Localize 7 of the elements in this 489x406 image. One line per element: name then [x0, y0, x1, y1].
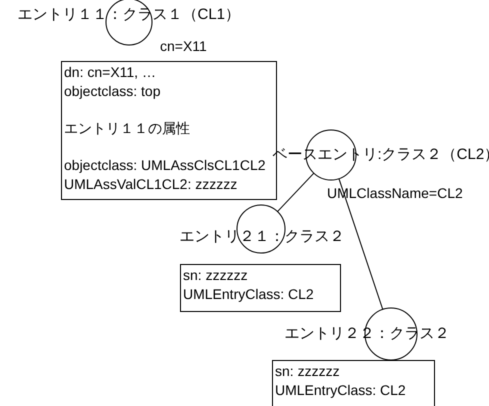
attribute-label: cn=X11: [160, 37, 207, 55]
attribute-box: sn: zzzzzz UMLEntryClass: CL2: [272, 360, 435, 406]
entry-label: エントリ２１：クラス２: [180, 228, 344, 246]
entry-label: エントリ１１：クラス１（CL1）: [18, 6, 240, 24]
connector-line: [277, 172, 314, 212]
attribute-box: sn: zzzzzz UMLEntryClass: CL2: [180, 264, 341, 312]
connector-line: [338, 178, 384, 310]
